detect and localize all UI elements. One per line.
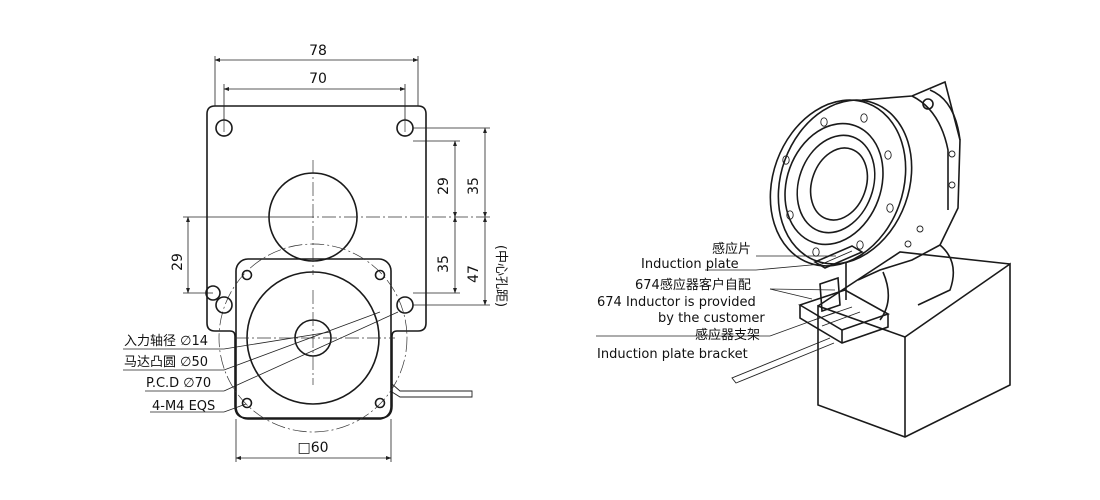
m4-hole: [374, 269, 386, 281]
m4-hole: [241, 269, 253, 281]
front-view: 78 70 29 35 35 47 (中心孔距) 29 □60: [123, 43, 508, 462]
dim-35-right-bottom: 35: [436, 255, 452, 273]
induction-plate: [813, 245, 864, 269]
dim-78: 78: [309, 43, 327, 59]
label-induction-plate-cn: 感应片: [712, 241, 751, 257]
motor-flange: [235, 258, 392, 420]
mount-hole: [215, 296, 233, 314]
m4-hole: [374, 397, 386, 409]
dim-60: □60: [297, 440, 328, 456]
dim-35-right-top: 35: [466, 177, 482, 195]
dim-29-right: 29: [436, 177, 452, 195]
output-flange: [769, 99, 907, 267]
dim-29-left: 29: [170, 253, 186, 271]
callout-shaft-dia: 入力轴径 ∅14: [124, 334, 208, 349]
m4-hole: [241, 397, 253, 409]
label-bracket-cn: 感应器支架: [695, 327, 760, 343]
callout-m4: 4-M4 EQS: [152, 399, 215, 414]
plate-outline: [206, 105, 427, 419]
cable: [391, 383, 473, 398]
label-induction-plate-en: Induction plate: [641, 257, 739, 272]
label-bracket-en: Induction plate bracket: [597, 347, 748, 362]
sensor-cable: [731, 337, 835, 384]
housing-body: [857, 80, 961, 281]
callout-pcd: P.C.D ∅70: [146, 376, 211, 391]
label-inductor-cn: 674感应器客户自配: [635, 277, 751, 293]
label-inductor-en-2: by the customer: [658, 311, 765, 326]
isometric-view: [596, 80, 1011, 438]
label-inductor-en-1: 674 Inductor is provided: [597, 295, 756, 310]
center-hole-label: (中心孔距): [493, 245, 508, 307]
callout-motor-boss: 马达凸圆 ∅50: [124, 355, 208, 370]
dim-70: 70: [309, 71, 327, 87]
dim-47: 47: [466, 265, 482, 283]
mount-hole: [396, 296, 414, 314]
